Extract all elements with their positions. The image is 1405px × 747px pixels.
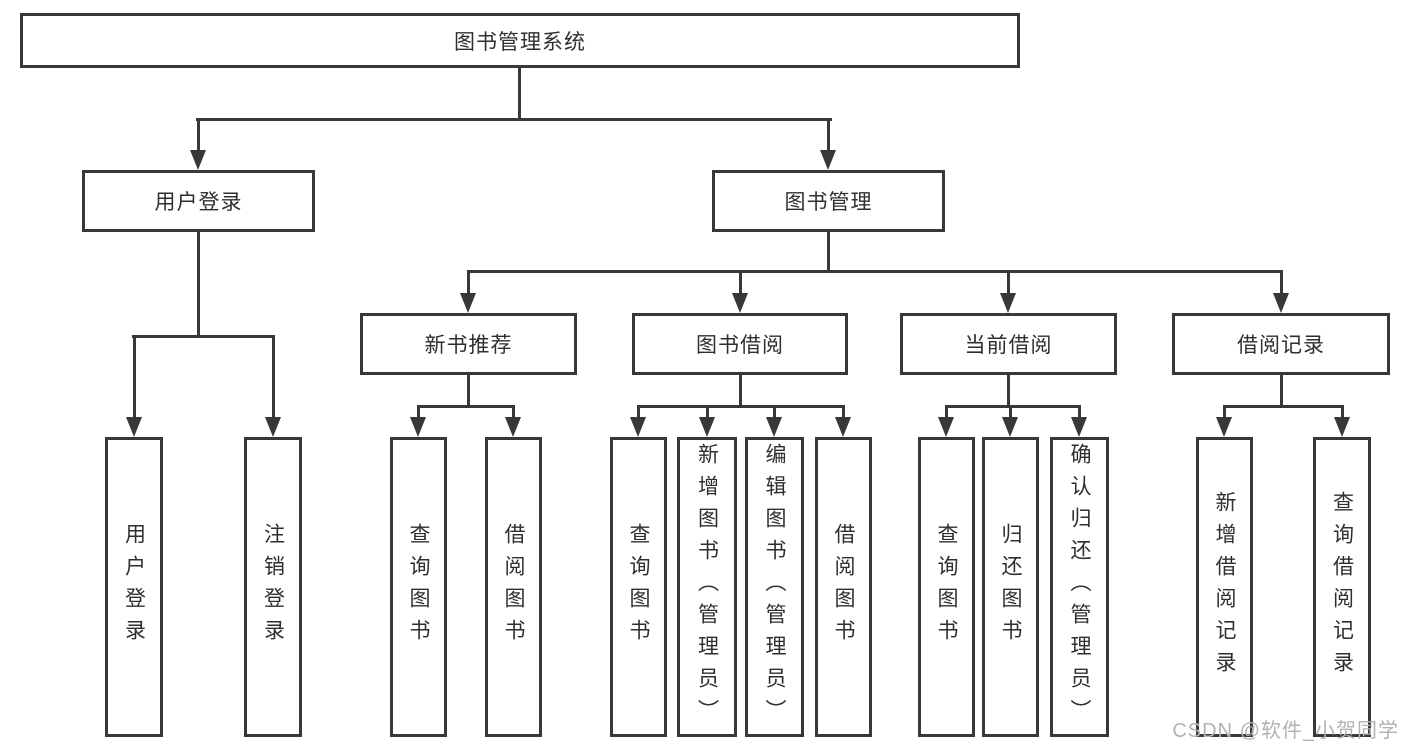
connector-borrow-record-rail	[1223, 405, 1344, 408]
leaf-newbook-query: 查询图书	[390, 437, 447, 737]
connector-c3	[1078, 406, 1081, 419]
node-current-borrow: 当前借阅	[900, 313, 1117, 375]
arrowhead-d2	[1334, 417, 1350, 437]
leaf-query-borrow-record: 查询借阅记录	[1313, 437, 1371, 737]
connector-book-mgmt-drop	[827, 232, 830, 272]
leaf-confirm-return-admin: 确认归还（管理员）	[1050, 437, 1109, 737]
leaf-newbook-query-label: 查询图书	[407, 523, 430, 651]
connector-current-borrow-drop	[1007, 375, 1010, 406]
node-current-borrow-label: 当前借阅	[964, 334, 1053, 357]
leaf-add-book-admin: 新增图书（管理员）	[677, 437, 737, 737]
connector-to-book-mgmt	[827, 120, 830, 152]
leaf-add-book-admin-label: 新增图书（管理员）	[695, 443, 719, 731]
connector-to-user-login	[197, 120, 200, 152]
arrowhead-d1	[1216, 417, 1232, 437]
leaf-add-borrow-record: 新增借阅记录	[1196, 437, 1253, 737]
connector-b1	[637, 406, 640, 419]
leaf-return-book: 归还图书	[982, 437, 1039, 737]
leaf-borrow-query-book-label: 查询图书	[627, 523, 650, 651]
connector-book-borrow-drop	[739, 375, 742, 406]
connector-b2	[706, 406, 709, 419]
arrowhead-b4	[835, 417, 851, 437]
connector-b4	[842, 406, 845, 419]
arrowhead-user-login	[190, 150, 206, 170]
connector-new-book-rail	[417, 405, 515, 408]
node-root: 图书管理系统	[20, 13, 1020, 68]
arrowhead-b3	[766, 417, 782, 437]
connector-new-book-drop	[467, 375, 470, 406]
connector-a2	[512, 406, 515, 419]
leaf-current-query-book: 查询图书	[918, 437, 975, 737]
connector-level2-rail	[196, 118, 832, 121]
connector-d1	[1223, 406, 1226, 419]
leaf-user-login: 用户登录	[105, 437, 163, 737]
connector-current-borrow-rail	[945, 405, 1081, 408]
leaf-logout-label: 注销登录	[261, 523, 285, 651]
csdn-watermark: CSDN @软件_小贺同学	[1172, 720, 1399, 742]
node-book-management-label: 图书管理	[784, 191, 873, 214]
arrowhead-b2	[699, 417, 715, 437]
leaf-newbook-borrow-label: 借阅图书	[502, 523, 525, 651]
connector-d2	[1341, 406, 1344, 419]
leaf-user-login-label: 用户登录	[122, 523, 146, 651]
arrowhead-new-book	[460, 293, 476, 313]
connector-c2	[1009, 406, 1012, 419]
node-root-label: 图书管理系统	[454, 30, 586, 54]
connector-to-borrow-record	[1280, 272, 1283, 295]
leaf-confirm-return-admin-label: 确认归还（管理员）	[1068, 443, 1091, 731]
connector-c1	[945, 406, 948, 419]
connector-to-book-borrow	[739, 272, 742, 295]
leaf-newbook-borrow: 借阅图书	[485, 437, 542, 737]
connector-book-borrow-rail	[637, 405, 845, 408]
node-user-login-label: 用户登录	[154, 191, 243, 214]
arrowhead-b1	[630, 417, 646, 437]
leaf-add-borrow-record-label: 新增借阅记录	[1213, 491, 1236, 683]
node-user-login: 用户登录	[82, 170, 315, 232]
node-book-management: 图书管理	[712, 170, 945, 232]
connector-borrow-record-drop	[1280, 375, 1283, 406]
connector-user-login-rail	[132, 335, 274, 338]
connector-b3	[773, 406, 776, 419]
node-new-book-recommend-label: 新书推荐	[424, 334, 513, 357]
node-book-borrow-label: 图书借阅	[696, 334, 784, 357]
connector-root-drop	[518, 68, 521, 120]
connector-to-logout-leaf	[272, 335, 275, 419]
leaf-edit-book-admin: 编辑图书（管理员）	[745, 437, 804, 737]
arrowhead-book-mgmt	[820, 150, 836, 170]
arrowhead-logout-leaf	[265, 417, 281, 437]
leaf-current-query-book-label: 查询图书	[935, 523, 958, 651]
arrowhead-c1	[938, 417, 954, 437]
arrowhead-book-borrow	[732, 293, 748, 313]
connector-to-current-borrow	[1007, 272, 1010, 295]
connector-level3-rail	[467, 270, 1283, 273]
arrowhead-a1	[410, 417, 426, 437]
node-new-book-recommend: 新书推荐	[360, 313, 577, 375]
node-borrow-record-label: 借阅记录	[1237, 334, 1325, 357]
arrowhead-c2	[1002, 417, 1018, 437]
leaf-return-book-label: 归还图书	[999, 523, 1022, 651]
leaf-query-borrow-record-label: 查询借阅记录	[1330, 491, 1354, 683]
leaf-logout: 注销登录	[244, 437, 302, 737]
arrowhead-c3	[1071, 417, 1087, 437]
leaf-borrow-book-label: 借阅图书	[832, 523, 855, 651]
leaf-borrow-query-book: 查询图书	[610, 437, 667, 737]
leaf-edit-book-admin-label: 编辑图书（管理员）	[763, 443, 786, 731]
node-book-borrow: 图书借阅	[632, 313, 848, 375]
arrowhead-borrow-record	[1273, 293, 1289, 313]
connector-to-new-book	[467, 272, 470, 295]
arrowhead-a2	[505, 417, 521, 437]
connector-to-login-leaf	[133, 335, 136, 419]
connector-user-login-drop	[197, 232, 200, 336]
connector-a1	[417, 406, 420, 419]
node-borrow-record: 借阅记录	[1172, 313, 1390, 375]
leaf-borrow-book: 借阅图书	[815, 437, 872, 737]
arrowhead-current-borrow	[1000, 293, 1016, 313]
arrowhead-login-leaf	[126, 417, 142, 437]
